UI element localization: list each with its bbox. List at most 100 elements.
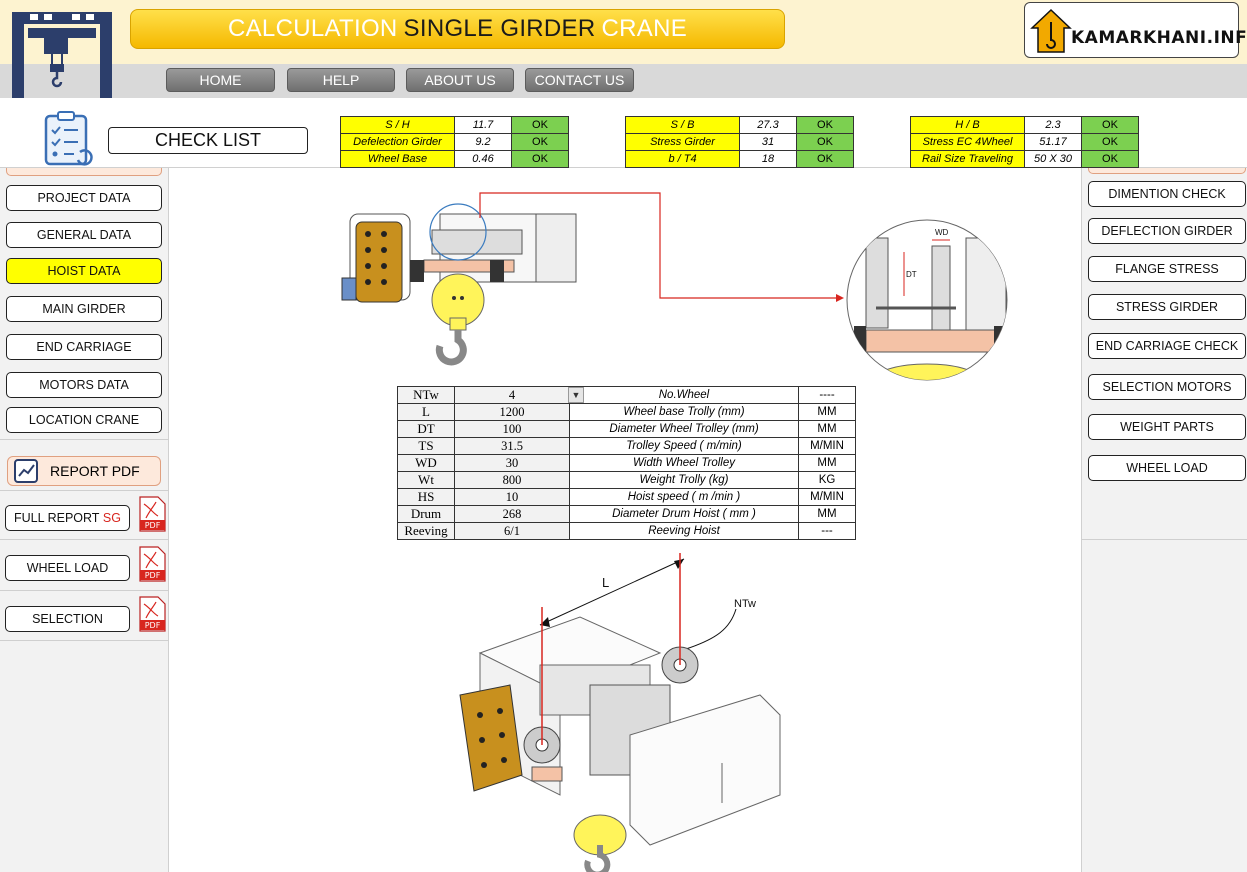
sidebar-tab-edge — [6, 168, 162, 176]
checklist-button[interactable]: CHECK LIST — [108, 127, 308, 154]
full-report-button[interactable]: FULL REPORT SG — [5, 505, 130, 531]
right-item-stress-girder[interactable]: STRESS GIRDER — [1088, 294, 1246, 320]
check-value: 0.46 — [454, 150, 512, 168]
report-pdf-button[interactable]: REPORT PDF — [7, 456, 161, 486]
check-label: b / T4 — [625, 150, 740, 168]
right-item-selection-motors[interactable]: SELECTION MOTORS — [1088, 374, 1246, 400]
iso-ntw-label: NTw — [734, 598, 756, 610]
check-label: Stress Girder — [625, 133, 740, 151]
check-label: S / B — [625, 116, 740, 134]
pdf-label: PDF — [145, 521, 161, 530]
divider — [1081, 539, 1247, 540]
pdf-file-icon[interactable]: PDF — [138, 546, 166, 582]
nav-help-button[interactable]: HELP — [287, 68, 395, 92]
report-chart-icon — [14, 459, 38, 483]
check-status: OK — [796, 150, 854, 168]
param-unit: MM — [798, 505, 856, 523]
page-title: CALCULATION SINGLE GIRDER CRANE — [130, 9, 785, 49]
pdf-file-icon[interactable]: PDF — [138, 596, 166, 632]
param-unit: MM — [798, 454, 856, 472]
report-pdf-label: REPORT PDF — [50, 463, 140, 479]
check-value: 27.3 — [739, 116, 797, 134]
param-value-select[interactable]: 4 — [454, 386, 570, 404]
full-report-label: FULL REPORT — [14, 511, 100, 525]
selection-report-button[interactable]: SELECTION — [5, 606, 130, 632]
param-description: Reeving Hoist — [569, 522, 799, 540]
param-symbol: WD — [397, 454, 455, 472]
nav-about-button[interactable]: ABOUT US — [406, 68, 514, 92]
param-symbol: HS — [397, 488, 455, 506]
title-part-1: CALCULATION — [227, 15, 398, 42]
param-unit: KG — [798, 471, 856, 489]
param-value[interactable]: 30 — [454, 454, 570, 472]
check-label: Stress EC 4Wheel — [910, 133, 1025, 151]
sidebar-item-hoist-data[interactable]: HOIST DATA — [6, 258, 162, 284]
check-status: OK — [1081, 150, 1139, 168]
nav-contact-button[interactable]: CONTACT US — [525, 68, 634, 92]
sidebar-item-main-girder[interactable]: MAIN GIRDER — [6, 296, 162, 322]
param-value[interactable]: 31.5 — [454, 437, 570, 455]
param-symbol: TS — [397, 437, 455, 455]
divider — [0, 439, 169, 440]
right-item-flange-stress[interactable]: FLANGE STRESS — [1088, 256, 1246, 282]
check-value: 51.17 — [1024, 133, 1082, 151]
param-value[interactable]: 100 — [454, 420, 570, 438]
title-part-3: CRANE — [601, 15, 688, 42]
pdf-file-icon[interactable]: PDF — [138, 496, 166, 532]
detail-dt-label: DT — [906, 270, 917, 279]
sidebar-item-location-crane[interactable]: LOCATION CRANE — [6, 407, 162, 433]
param-value[interactable]: 268 — [454, 505, 570, 523]
nav-home-button[interactable]: HOME — [166, 68, 275, 92]
title-part-2: SINGLE GIRDER — [403, 15, 596, 42]
param-symbol: Wt — [397, 471, 455, 489]
right-item-dimention-check[interactable]: DIMENTION CHECK — [1088, 181, 1246, 207]
param-unit: M/MIN — [798, 437, 856, 455]
chevron-down-icon[interactable]: ▼ — [568, 387, 584, 403]
right-item-weight-parts[interactable]: WEIGHT PARTS — [1088, 414, 1246, 440]
sidebar-item-project-data[interactable]: PROJECT DATA — [6, 185, 162, 211]
divider — [0, 539, 169, 540]
sidebar-item-general-data[interactable]: GENERAL DATA — [6, 222, 162, 248]
param-value[interactable]: 6/1 — [454, 522, 570, 540]
divider — [0, 590, 169, 591]
param-value[interactable]: 10 — [454, 488, 570, 506]
iso-l-label: L — [602, 575, 609, 590]
check-status: OK — [796, 116, 854, 134]
sidebar-item-end-carriage[interactable]: END CARRIAGE — [6, 334, 162, 360]
sidebar-item-motors-data[interactable]: MOTORS DATA — [6, 372, 162, 398]
check-status: OK — [511, 116, 569, 134]
right-item-deflection-girder[interactable]: DEFLECTION GIRDER — [1088, 218, 1246, 244]
clipboard-checklist-icon — [44, 111, 93, 166]
check-status: OK — [511, 150, 569, 168]
param-symbol: NTw — [397, 386, 455, 404]
param-symbol: DT — [397, 420, 455, 438]
param-unit: MM — [798, 403, 856, 421]
check-status: OK — [796, 133, 854, 151]
param-unit: --- — [798, 522, 856, 540]
right-item-wheel-load[interactable]: WHEEL LOAD — [1088, 455, 1246, 481]
check-label: S / H — [340, 116, 455, 134]
trolley-isometric-drawing: L NTw — [459, 553, 781, 872]
right-item-end-carriage-check[interactable]: END CARRIAGE CHECK — [1088, 333, 1246, 359]
gantry-crane-icon — [12, 12, 112, 98]
check-label: H / B — [910, 116, 1025, 134]
wheel-load-report-button[interactable]: WHEEL LOAD — [5, 555, 130, 581]
param-value[interactable]: 1200 — [454, 403, 570, 421]
param-description: Weight Trolly (kg) — [569, 471, 799, 489]
param-value[interactable]: 800 — [454, 471, 570, 489]
check-value: 31 — [739, 133, 797, 151]
divider — [0, 490, 169, 491]
hoist-side-drawing — [341, 203, 577, 366]
